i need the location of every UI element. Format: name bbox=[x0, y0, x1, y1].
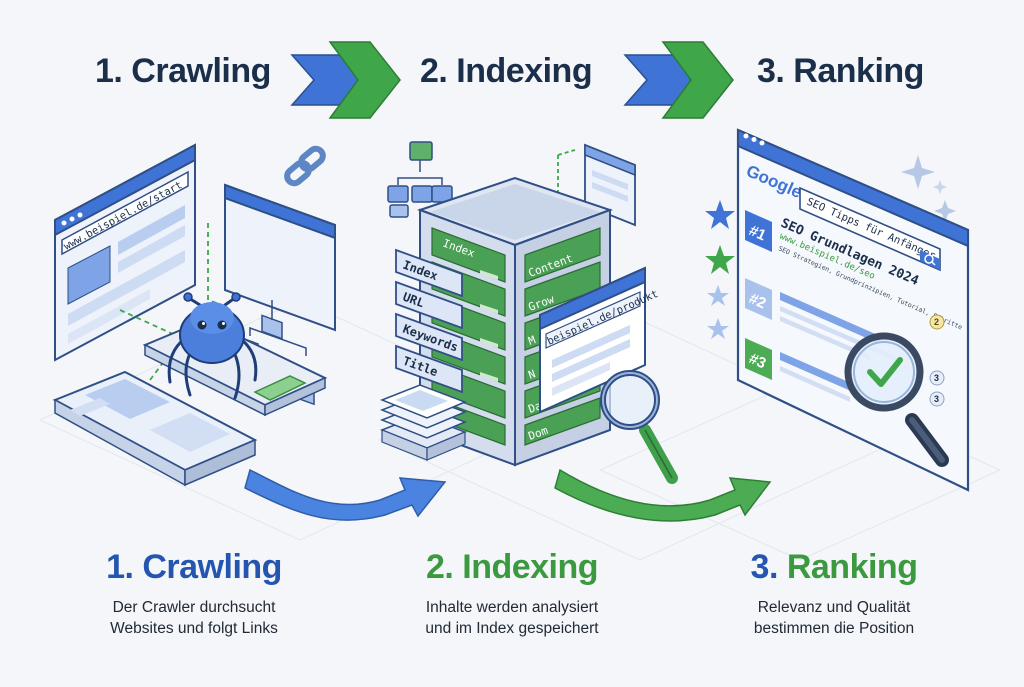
server-right-label-2: M bbox=[527, 333, 538, 348]
magnifier-check-icon bbox=[844, 332, 949, 467]
caption-ranking-line2: bestimmen die Position bbox=[753, 620, 915, 637]
side-rank-badges: 2 3 3 bbox=[929, 314, 945, 407]
search-icon bbox=[924, 254, 936, 266]
caption-crawling-description: Der Crawler durchsucht Websites und folg… bbox=[44, 597, 344, 639]
caption-ranking-line1: Relevanz und Qualität bbox=[757, 599, 911, 616]
crawler-browser-window: www.beispiel.de/start bbox=[54, 143, 196, 362]
caption-indexing-line1: Inhalte werden analysiert bbox=[425, 599, 599, 616]
floating-doc-panel bbox=[557, 143, 636, 227]
chevron-arrow-1 bbox=[290, 41, 401, 119]
result-2-rank: #2 bbox=[746, 290, 768, 312]
crawl-to-index-arrow bbox=[244, 468, 447, 521]
chain-link-icon bbox=[284, 145, 326, 187]
side-rank-1: 3 bbox=[934, 373, 939, 383]
caption-indexing-title: 2. Indexing bbox=[425, 548, 599, 586]
caption-ranking-title-number: 3. bbox=[750, 548, 787, 586]
index-tab-1: URL bbox=[401, 290, 426, 311]
search-result-3: #3 bbox=[745, 338, 860, 402]
document-stack bbox=[379, 384, 468, 461]
crawling-scene: www.beispiel.de/start bbox=[52, 143, 447, 521]
caption-crawling-line1: Der Crawler durchsucht bbox=[112, 599, 276, 616]
indexing-scene: Index Content Grow M N Da Dom Index URL … bbox=[379, 141, 772, 522]
sparkle-stars bbox=[705, 155, 956, 339]
top-heading-crawling: 1. Crawling bbox=[95, 52, 271, 90]
top-heading-ranking: 3. Ranking bbox=[757, 52, 924, 90]
caption-ranking-title-text: 3. Ranking bbox=[751, 548, 918, 586]
side-rank-2: 3 bbox=[934, 394, 939, 404]
caption-ranking-title: 3. Ranking bbox=[684, 548, 984, 587]
side-rank-0: 2 bbox=[934, 317, 939, 327]
chevron-arrow-2 bbox=[623, 41, 734, 119]
search-results-window: Google SEO Tipps für Anfänger #1 SEO Gru… bbox=[736, 128, 970, 492]
spider-crawler-icon bbox=[167, 292, 258, 400]
caption-ranking-title-word: Ranking bbox=[786, 548, 918, 586]
result-1-rank: #1 bbox=[746, 222, 768, 244]
folder-tree-icon bbox=[387, 141, 453, 218]
caption-ranking-description: Relevanz und Qualität bestimmen die Posi… bbox=[684, 597, 984, 639]
caption-crawling-line2: Websites und folgt Links bbox=[110, 620, 278, 637]
index-tabs: Index URL Keywords Title bbox=[395, 248, 463, 394]
caption-crawling: 1. Crawling Der Crawler durchsucht Websi… bbox=[44, 548, 344, 639]
top-heading-indexing: 2. Indexing bbox=[420, 52, 593, 90]
ranking-scene: Google SEO Tipps für Anfänger #1 SEO Gru… bbox=[705, 128, 970, 492]
result-3-rank: #3 bbox=[746, 350, 768, 372]
laptop-device bbox=[52, 370, 258, 487]
caption-indexing: 2. Indexing Inhalte werden analysiert un… bbox=[362, 548, 662, 639]
caption-crawling-title: 1. Crawling bbox=[106, 548, 282, 586]
index-to-rank-arrow bbox=[554, 468, 772, 522]
server-right-label-3: N bbox=[527, 367, 538, 381]
caption-ranking: 3. Ranking Relevanz und Qualität bestimm… bbox=[684, 548, 984, 639]
caption-indexing-description: Inhalte werden analysiert und im Index g… bbox=[362, 597, 662, 639]
caption-indexing-line2: und im Index gespeichert bbox=[425, 620, 599, 637]
magnifier-icon-indexing bbox=[600, 370, 678, 484]
